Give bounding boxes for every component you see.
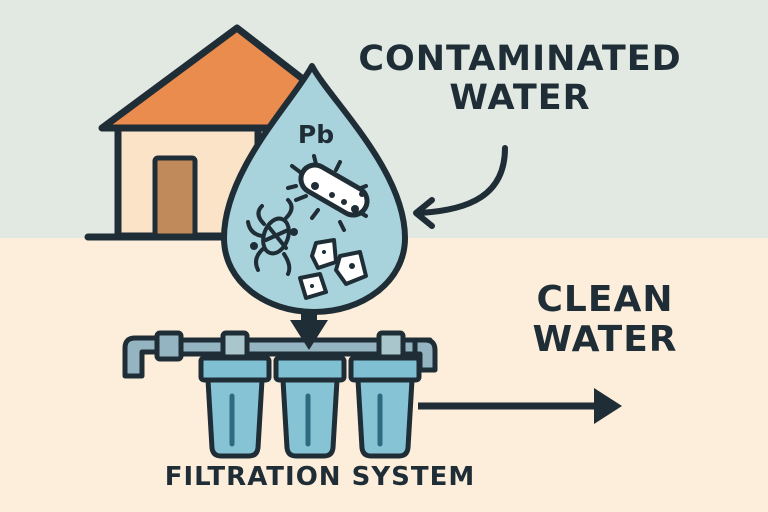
microbe-icon	[246, 198, 298, 276]
clean-water-label: CLEAN WATER	[510, 279, 700, 361]
contaminated-water-label: CONTAMINATED WATER	[340, 39, 700, 119]
contaminated-label-line-2: WATER	[449, 78, 591, 119]
bacteria-icon	[286, 154, 370, 232]
inlet-pipe	[122, 335, 163, 379]
pipe-coupling-1	[154, 330, 184, 362]
filter-2	[273, 355, 347, 459]
pipe-coupling-2	[220, 330, 250, 360]
particle-icon	[298, 238, 368, 300]
filter-1	[198, 355, 272, 459]
filter-cartridges	[198, 355, 422, 459]
clean-label-line-1: CLEAN	[536, 279, 674, 320]
clean-water-arrow	[418, 388, 622, 424]
lead-symbol: Pb	[297, 120, 335, 149]
contaminated-label-line-1: CONTAMINATED	[358, 39, 682, 79]
filter-3	[348, 355, 422, 459]
house-door	[152, 155, 198, 239]
curved-arrow-head	[413, 197, 435, 229]
clean-label-line-2: WATER	[532, 319, 678, 361]
pipe-coupling-3	[376, 330, 406, 360]
curved-arrow	[417, 145, 508, 216]
filtration-system-label: FILTRATION SYSTEM	[164, 462, 476, 492]
